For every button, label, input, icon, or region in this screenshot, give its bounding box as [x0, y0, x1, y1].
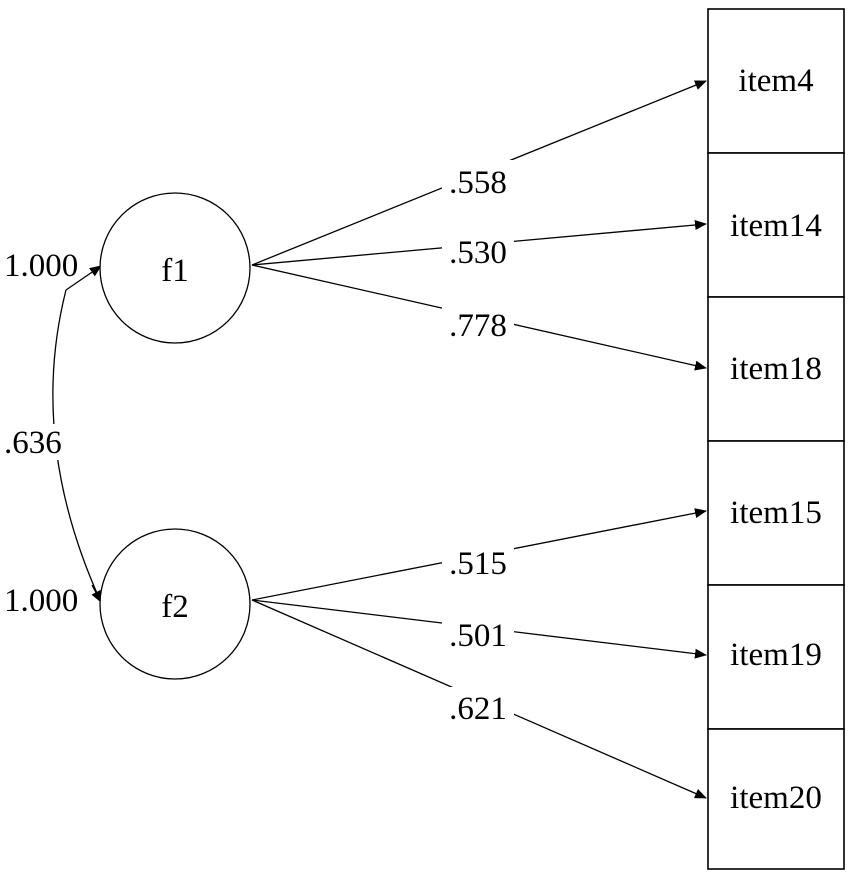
item-box-item18	[707, 296, 845, 442]
item-label-item14: item14	[730, 208, 822, 244]
factor-circle-f1	[99, 192, 251, 344]
item-box-item4	[707, 8, 845, 154]
item-box-item15	[707, 440, 845, 586]
coef-bg-item20	[442, 687, 514, 727]
factor-f1: f1	[99, 192, 251, 344]
item-label-item4: item4	[738, 63, 813, 99]
correlation-label: .636	[4, 425, 62, 461]
item-labels: item4 item14 item18 item15 item19 item20	[730, 63, 822, 816]
loading-label-item19: .501	[449, 618, 507, 654]
factor-label-f2: f2	[161, 589, 189, 625]
factor-circle-f2	[99, 528, 251, 680]
item-box-item14	[707, 152, 845, 298]
coef-bg-item14	[442, 230, 514, 270]
coef-bg-item18	[442, 303, 514, 343]
coef-bg-item4	[442, 160, 514, 200]
loading-label-item15: .515	[449, 546, 507, 582]
item-label-item20: item20	[730, 780, 822, 816]
item-label-item19: item19	[730, 637, 822, 673]
item-label-item18: item18	[730, 351, 822, 387]
variance-label-f2: 1.000	[4, 583, 78, 619]
loading-labels: .558 .530 .778 .515 .501 .621	[442, 160, 514, 727]
loading-label-item4: .558	[449, 165, 507, 201]
item-label-item15: item15	[730, 495, 822, 531]
loading-label-item18: .778	[449, 308, 507, 344]
variance-label-f1: 1.000	[4, 248, 78, 284]
correlation-arrow-f2	[91, 584, 102, 603]
item-boxes	[707, 8, 845, 870]
item-box-item19	[707, 584, 845, 730]
loading-label-item20: .621	[449, 691, 507, 727]
loading-label-item14: .530	[449, 235, 507, 271]
factor-label-f1: f1	[161, 253, 189, 289]
item-box-item20	[707, 728, 845, 870]
coef-bg-item15	[442, 541, 514, 581]
correlation-bg	[4, 424, 72, 460]
coef-bg-item19	[442, 614, 514, 654]
factor-f2: f2	[99, 528, 251, 680]
correlation-arrow-f1	[65, 265, 102, 291]
